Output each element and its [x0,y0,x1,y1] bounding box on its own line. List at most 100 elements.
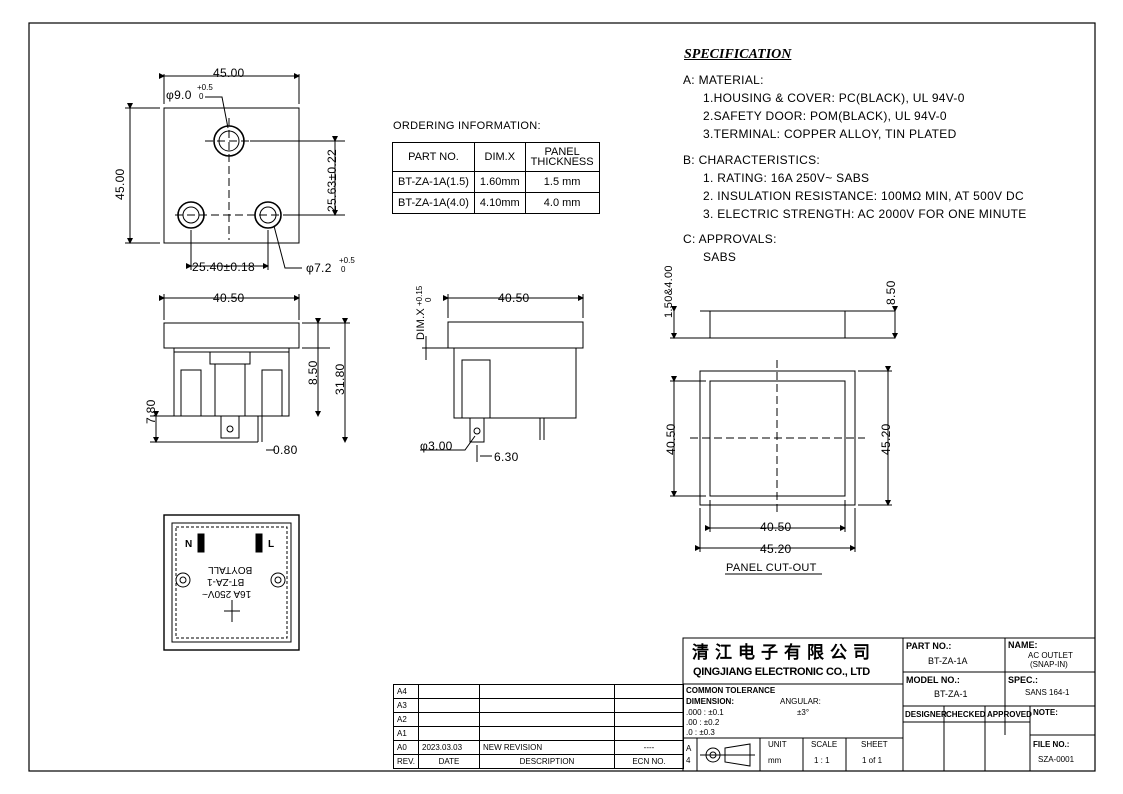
ecn-cell [614,726,684,741]
description-cell [479,726,615,741]
side-view-2 [420,294,584,462]
ecn-cell: ---- [614,740,684,755]
scale-label: SCALE [811,740,838,749]
tolerance-line: .00 : ±0.2 [686,718,720,727]
model-marking: BT-ZA-1 [207,576,245,587]
file-no-value: SZA-0001 [1038,755,1075,764]
description-cell [479,712,615,727]
cutout-inner-height: 40.50 [664,423,678,455]
pin-offset-dim: 6.30 [494,450,519,464]
tolerance-dimension: DIMENSION: [686,697,734,706]
side-height-a: 8.50 [306,360,320,385]
table-row: A2 [393,712,684,727]
header-dim-x: DIM.X [473,142,526,172]
approved-label: APPROVED [987,710,1032,719]
date-cell [418,698,480,713]
unit-label: UNIT [768,740,787,749]
header-panel-line2: THICKNESS [530,156,594,168]
top-view [125,73,345,270]
date-cell [418,712,480,727]
header-part-no: PART NO. [392,142,475,172]
table-row: A1 [393,726,684,741]
rev-cell: A2 [393,712,419,727]
side-view [150,294,350,451]
small-hole-tol-top: +0.5 [339,256,355,265]
date-cell [418,726,480,741]
side-height-b: 31.80 [333,363,347,395]
large-hole-tol-bottom: 0 [199,92,204,101]
vertical-pin-dim: 25.63±0.22 [325,149,339,212]
spec-line: A: MATERIAL: [683,73,764,87]
designer-label: DESIGNER [905,710,947,719]
ordering-title: ORDERING INFORMATION: [393,120,541,132]
sheet-size: A [686,744,692,753]
rating-marking: 16A 250V~ [202,588,252,599]
file-no-label: FILE NO.: [1033,740,1070,749]
dim-x-label: DIM.X [415,307,427,340]
specification-title: SPECIFICATION [684,47,792,62]
spec-line: SABS [703,250,737,264]
sheet-label: SHEET [861,740,888,749]
rev-cell: A3 [393,698,419,713]
pin-dim: 0.80 [273,443,298,457]
dim-x-tol-top: +0.15 [415,285,424,306]
top-height-dim: 45.00 [113,168,127,200]
table-row: A4 [393,684,684,699]
panel-cutout [670,306,898,575]
spec-line: B: CHARACTERISTICS: [683,153,821,167]
cutout-outer-height: 45.20 [879,423,893,455]
ecn-cell [614,684,684,699]
spec-line: C: APPROVALS: [683,232,777,246]
date-header: DATE [418,754,480,769]
spec-line: 1.HOUSING & COVER: PC(BLACK), UL 94V-0 [703,91,965,105]
small-hole-dim: φ7.2 [306,261,332,275]
brand-marking: BOYTALL [208,564,253,575]
top-width-dim: 45.00 [213,66,245,80]
checked-label: CHECKED [946,710,986,719]
part-no-cell: BT-ZA-1A(1.5) [392,171,475,193]
name-value-1: AC OUTLET [1028,651,1073,660]
pin-spacing-dim: 25.40±0.18 [192,260,255,274]
thickness-cell: 1.5 mm [524,171,600,193]
part-no-cell: BT-ZA-1A(4.0) [392,192,475,214]
spec-value: SANS 164-1 [1025,688,1070,697]
rev-header: REV. [393,754,419,769]
large-hole-tol-top: +0.5 [197,83,213,92]
small-hole-tol-bottom: 0 [341,265,346,274]
table-row: BT-ZA-1A(4.0) 4.10mm 4.0 mm [392,192,600,214]
dim-x-cell: 4.10mm [473,192,526,214]
neutral-label: N [185,539,193,550]
dim-x-tol-bottom: 0 [424,297,433,302]
panel-cutout-caption: PANEL CUT-OUT [726,562,817,574]
cutout-outer-width: 45.20 [760,542,792,556]
description-cell [479,684,615,699]
rev-cell: A4 [393,684,419,699]
side2-width-dim: 40.50 [498,291,530,305]
large-hole-dim: φ9.0 [166,88,192,102]
dim-x-cell: 1.60mm [473,171,526,193]
ecn-cell [614,698,684,713]
name-value-2: (SNAP-IN) [1030,660,1068,669]
panel-thickness-dim: 1.50&4.00 [663,265,675,318]
scale-value: 1 : 1 [814,756,830,765]
part-no-value: BT-ZA-1A [928,656,968,666]
rev-cell: A0 [393,740,419,755]
tolerance-line: .000 : ±0.1 [686,708,724,717]
ecn-cell [614,712,684,727]
side-height-c: 7.80 [144,399,158,424]
spec-line: 3.TERMINAL: COPPER ALLOY, TIN PLATED [703,127,957,141]
unit-value: mm [768,756,782,765]
ecn-header: ECN NO. [614,754,684,769]
description-cell: NEW REVISION [479,740,615,755]
description-cell [479,698,615,713]
rev-cell: A1 [393,726,419,741]
table-row: A3 [393,698,684,713]
spec-line: 1. RATING: 16A 250V~ SABS [703,171,870,185]
company-name-en: QINGJIANG ELECTRONIC CO., LTD [693,666,870,678]
